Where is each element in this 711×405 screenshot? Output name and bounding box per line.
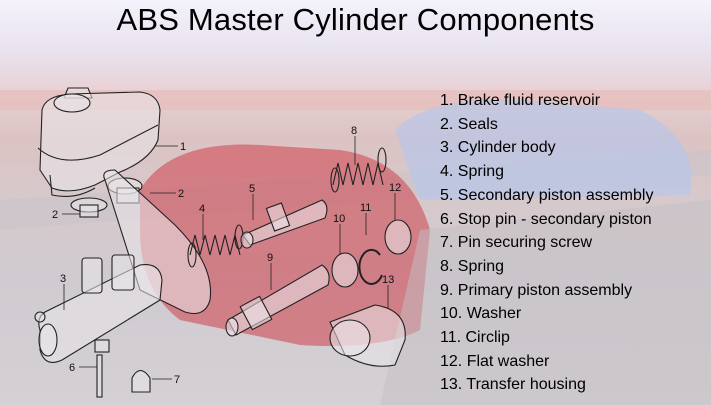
list-item: 5. Secondary piston assembly [440, 186, 654, 204]
flat-washer-part [384, 219, 412, 255]
callout-6: 6 [69, 362, 75, 374]
callout-2b: 2 [52, 209, 58, 221]
list-item: 12. Flat washer [440, 352, 550, 370]
callout-2a: 2 [178, 188, 184, 200]
callout-8: 8 [351, 125, 357, 137]
callout-7: 7 [174, 374, 180, 386]
transfer-housing-part [329, 304, 406, 367]
reservoir-part [37, 87, 161, 197]
list-item: 2. Seals [440, 115, 498, 133]
list-item: 9. Primary piston assembly [440, 281, 633, 299]
callout-3: 3 [60, 273, 66, 285]
callout-4: 4 [199, 203, 205, 215]
washer-part [331, 252, 359, 288]
list-item: 10. Washer [440, 305, 522, 323]
list-item: 11. Circlip [440, 329, 510, 347]
car-body [140, 144, 430, 346]
callout-9: 9 [267, 252, 273, 264]
list-item: 4. Spring [440, 163, 505, 181]
callout-5: 5 [249, 183, 255, 195]
list-item: 7. Pin securing screw [440, 234, 593, 252]
circlip-part [358, 248, 383, 285]
slide-title: ABS Master Cylinder Components [116, 2, 595, 37]
stop-pin-part [96, 354, 103, 398]
cylinder-body-part [34, 169, 212, 363]
list-item: 8. Spring [440, 257, 505, 275]
list-item: 3. Cylinder body [440, 139, 556, 157]
callout-12: 12 [389, 182, 401, 194]
seal-part-a [70, 197, 108, 218]
list-item: 13. Transfer housing [440, 376, 586, 394]
secondary-piston-part [240, 199, 328, 249]
callout-10: 10 [333, 213, 345, 225]
callout-13: 13 [382, 274, 394, 286]
callout-1: 1 [180, 141, 186, 153]
primary-piston-part [225, 264, 330, 337]
securing-screw-part [131, 369, 151, 393]
components-list: 1. Brake fluid reservoir 2. Seals 3. Cyl… [440, 89, 653, 397]
car-blue [395, 99, 692, 200]
list-item: 6. Stop pin - secondary piston [440, 210, 652, 228]
exploded-diagram: 1 2 2 3 4 5 6 7 8 9 10 11 12 13 [34, 87, 412, 398]
callout-11: 11 [360, 202, 371, 214]
list-item: 1. Brake fluid reservoir [440, 92, 601, 109]
spring-part-8 [330, 147, 387, 193]
